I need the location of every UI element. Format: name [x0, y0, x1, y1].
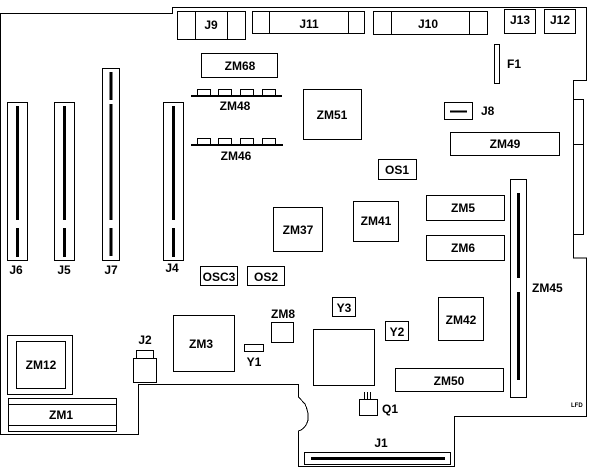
chip-zm1[interactable]: ZM1	[8, 398, 117, 432]
lfd-marking: LFD	[571, 403, 583, 409]
connector-j12-label: J12	[550, 13, 570, 27]
chip-zm6[interactable]: ZM6	[426, 235, 505, 261]
slot-j6-label: J6	[9, 263, 23, 277]
chip-zm37-label: ZM37	[283, 223, 314, 237]
connector-j11-label: J11	[299, 17, 319, 31]
crystal-y3-label: Y3	[337, 301, 352, 315]
chip-zm49[interactable]: ZM49	[450, 132, 560, 156]
slot-zm45-label: ZM45	[532, 281, 563, 295]
slot-j5[interactable]: J5	[54, 102, 75, 278]
oscillator-os2[interactable]: OS2	[247, 266, 285, 286]
jumper-j8-label: J8	[481, 104, 495, 118]
slot-j7[interactable]: J7	[102, 68, 120, 278]
memory-zm48-label: ZM48	[220, 99, 251, 113]
chip-zm50[interactable]: ZM50	[395, 368, 504, 392]
chip-zm42[interactable]: ZM42	[438, 297, 484, 341]
connector-j1-label: J1	[374, 436, 388, 450]
chip-zm41[interactable]: ZM41	[353, 201, 399, 242]
jumper-j8[interactable]: J8	[444, 102, 495, 120]
transistor-q1[interactable]: Q1	[359, 392, 399, 416]
transistor-q1-label: Q1	[382, 402, 398, 416]
chip-unlabeled-square[interactable]	[313, 329, 375, 386]
oscillator-osc3[interactable]: OSC3	[200, 266, 238, 286]
chip-zm12[interactable]: ZM12	[7, 335, 73, 395]
crystal-y2[interactable]: Y2	[385, 321, 409, 341]
connector-j11[interactable]: J11	[252, 11, 365, 34]
slot-j4-label: J4	[165, 261, 179, 275]
slot-j6[interactable]: J6	[7, 102, 28, 278]
fuse-f1-label: F1	[507, 57, 521, 71]
connector-j9[interactable]: J9	[177, 7, 246, 40]
connector-j13[interactable]: J13	[504, 9, 536, 34]
right-edge-rail	[573, 99, 584, 235]
crystal-y1-label: Y1	[247, 355, 262, 369]
chip-zm6-label: ZM6	[451, 241, 475, 255]
chip-zm51[interactable]: ZM51	[303, 89, 362, 140]
chip-zm5[interactable]: ZM5	[426, 195, 505, 221]
memory-zm48[interactable]: ZM48	[191, 89, 282, 114]
connector-j12[interactable]: J12	[544, 9, 576, 34]
chip-zm5-label: ZM5	[451, 201, 475, 215]
board-outline	[0, 7, 587, 467]
chip-zm50-label: ZM50	[434, 374, 465, 388]
oscillator-os2-label: OS2	[254, 270, 278, 284]
chip-zm37[interactable]: ZM37	[273, 207, 323, 252]
oscillator-os1[interactable]: OS1	[378, 159, 417, 180]
slot-j5-label: J5	[57, 263, 71, 277]
chip-zm8[interactable]: ZM8	[271, 307, 295, 343]
chip-zm42-label: ZM42	[446, 313, 477, 327]
oscillator-osc3-label: OSC3	[203, 270, 236, 284]
connector-j10[interactable]: J10	[373, 11, 488, 35]
chip-zm51-label: ZM51	[317, 108, 348, 122]
chip-zm8-label: ZM8	[271, 307, 295, 321]
chip-zm41-label: ZM41	[361, 214, 392, 228]
chip-zm68[interactable]: ZM68	[201, 53, 278, 78]
chip-zm68-label: ZM68	[225, 59, 256, 73]
memory-zm46[interactable]: ZM46	[191, 138, 283, 164]
crystal-y2-label: Y2	[390, 325, 405, 339]
connector-j9-label: J9	[204, 18, 218, 32]
slot-zm45[interactable]: ZM45	[510, 179, 564, 398]
oscillator-os1-label: OS1	[385, 163, 409, 177]
crystal-y3[interactable]: Y3	[332, 297, 356, 317]
connector-j13-label: J13	[510, 13, 530, 27]
chip-zm3-label: ZM3	[189, 337, 213, 351]
chip-zm49-label: ZM49	[490, 137, 521, 151]
chip-zm12-label: ZM12	[26, 358, 57, 372]
slot-j4[interactable]: J4	[163, 102, 184, 276]
connector-j2-label: J2	[138, 333, 152, 347]
connector-j1[interactable]: J1	[304, 436, 451, 465]
chip-zm1-label: ZM1	[49, 408, 73, 422]
chip-zm3[interactable]: ZM3	[173, 315, 235, 372]
crystal-y1[interactable]: Y1	[244, 344, 264, 370]
memory-zm46-label: ZM46	[221, 149, 252, 163]
fuse-f1[interactable]: F1	[494, 44, 522, 84]
connector-j2[interactable]: J2	[133, 333, 157, 383]
slot-j7-label: J7	[104, 263, 118, 277]
connector-j10-label: J10	[418, 17, 438, 31]
